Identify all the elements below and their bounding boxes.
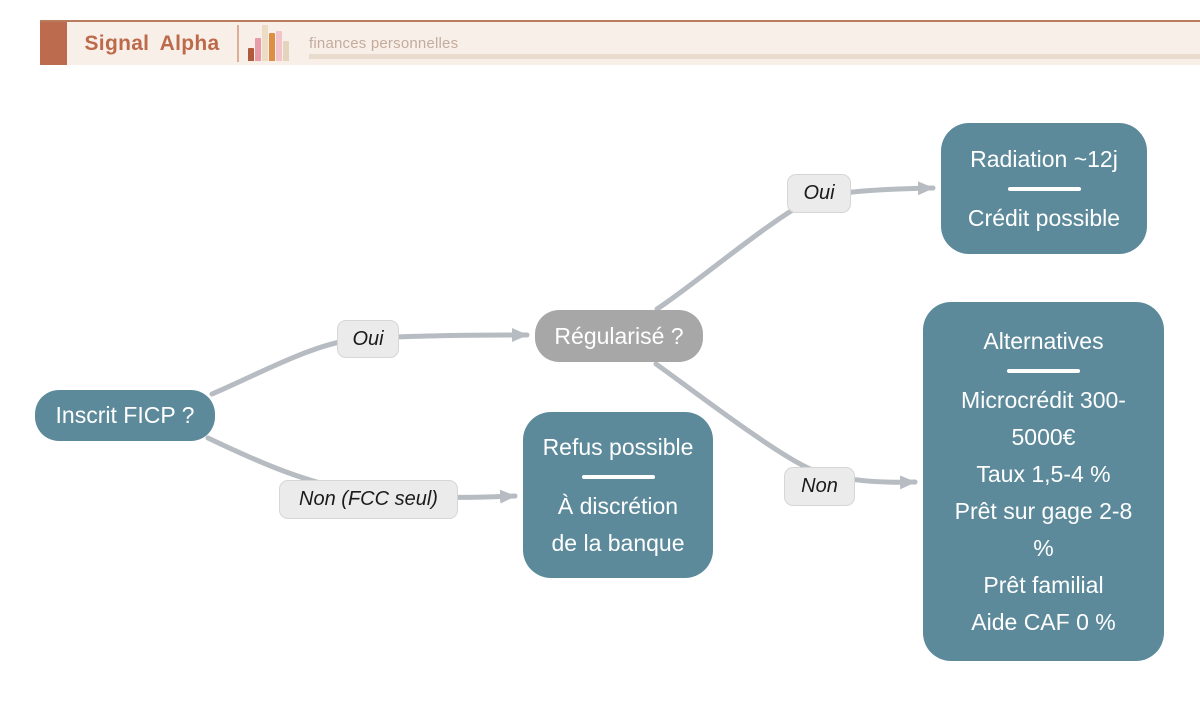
node-line: Aide CAF 0 % (971, 608, 1116, 635)
node-inscrit-ficp: Inscrit FICP ? (35, 390, 215, 441)
edge-label-oui-2: Oui (787, 174, 851, 213)
node-regularise: Régularisé ? (535, 310, 703, 362)
topic-underline (309, 54, 1200, 59)
node-title: Alternatives (983, 327, 1104, 354)
node-refus: Refus possible À discrétion de la banque (523, 412, 713, 578)
node-line: Crédit possible (967, 204, 1121, 231)
node-line: Taux 1,5-4 % (976, 460, 1111, 487)
node-divider (1007, 368, 1080, 373)
node-label: Régularisé ? (554, 322, 684, 349)
edge-regularise-to-alternatives (653, 361, 918, 490)
topic-area: finances personnelles (297, 22, 1200, 65)
node-line: Prêt sur gage 2-8 % (954, 497, 1133, 561)
chart-bar (254, 38, 261, 61)
node-label: Inscrit FICP ? (55, 402, 195, 428)
node-line: Prêt familial (983, 571, 1104, 598)
node-line: À discrétion de la banque (551, 492, 685, 556)
node-alternatives: Alternatives Microcrédit 300-5000€ Taux … (923, 302, 1164, 661)
node-divider (1007, 186, 1081, 191)
chart-bar (268, 33, 275, 61)
brand-color-block (40, 22, 67, 65)
bar-chart-icon (239, 22, 297, 65)
edge-label-non-fcc-seul: Non (FCC seul) (279, 480, 458, 519)
app-header: Signal Alpha finances personnelles (40, 20, 1200, 65)
node-line: Microcrédit 300-5000€ (961, 386, 1126, 450)
chart-bar (282, 41, 289, 61)
node-radiation: Radiation ~12j Crédit possible (941, 123, 1147, 254)
edge-label-non-2: Non (784, 467, 855, 506)
topic-label: finances personnelles (309, 35, 459, 52)
chart-bar (275, 31, 282, 61)
chart-bar (261, 25, 268, 61)
node-title: Radiation ~12j (970, 145, 1118, 172)
header-divider (237, 25, 239, 62)
brand-name: Signal Alpha (84, 31, 220, 55)
edge-label-oui-1: Oui (337, 320, 399, 358)
node-divider (581, 474, 655, 479)
chart-bar (247, 48, 254, 61)
node-title: Refus possible (542, 433, 694, 460)
